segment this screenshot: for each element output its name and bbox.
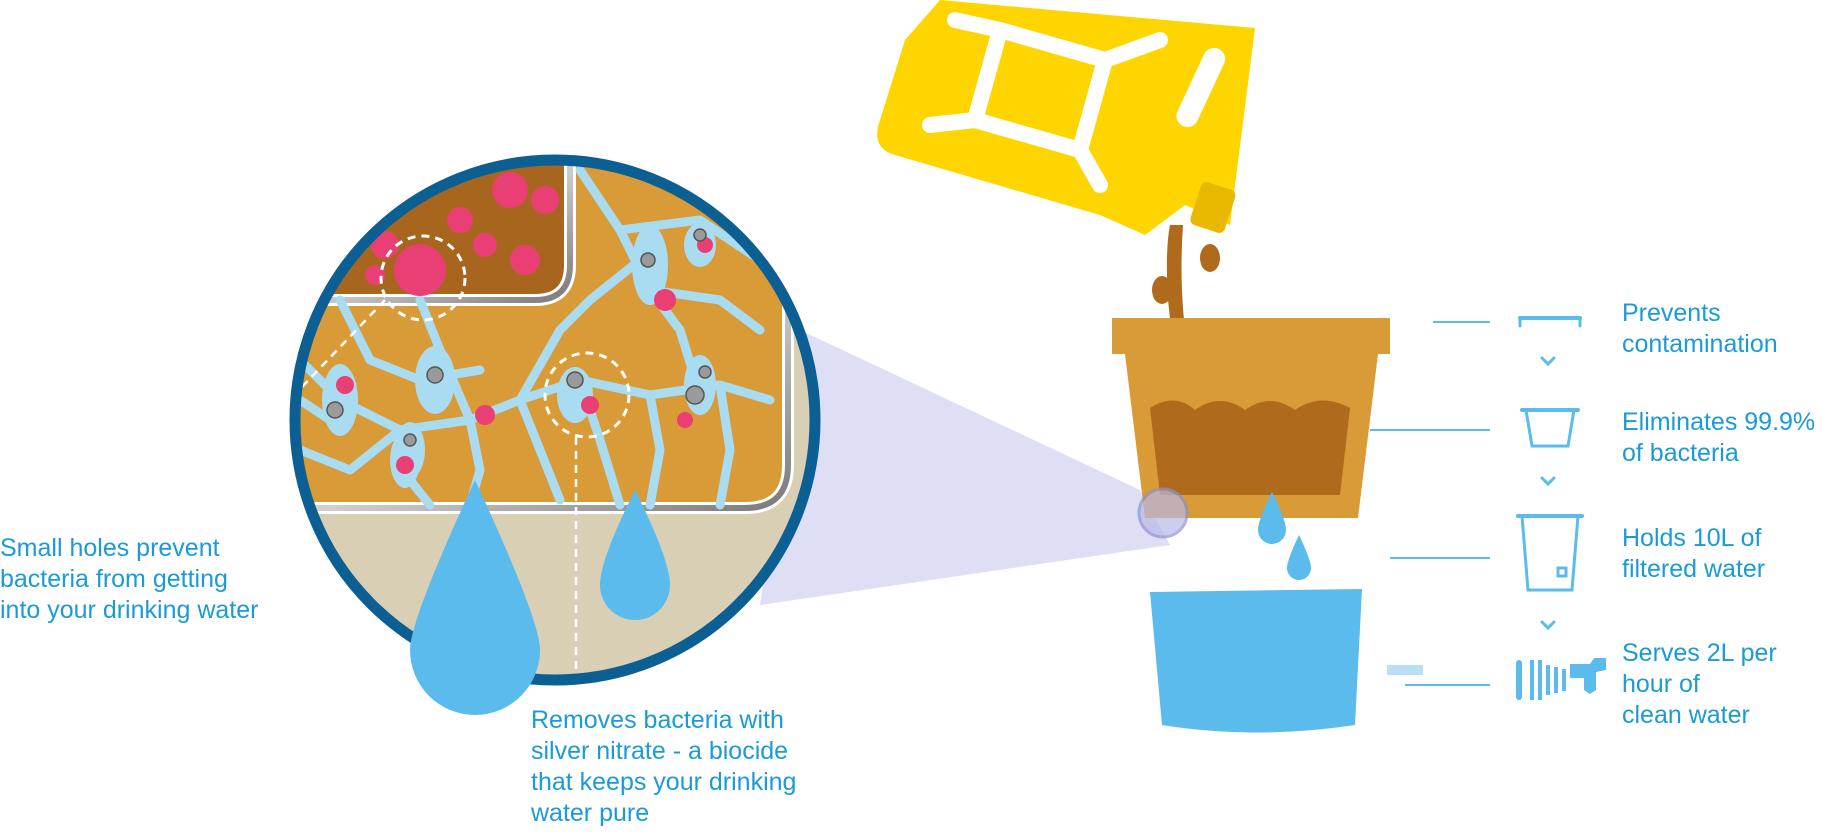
bacteria-icon (336, 172, 713, 474)
filter-pot-icon (1112, 318, 1390, 539)
step-label-prevents-contamination: Prevents contamination (1622, 299, 1778, 358)
water-drop-icon (1258, 492, 1286, 544)
magnifier-ring (289, 154, 821, 686)
step-label-eliminates-bacteria: Eliminates 99.9% of bacteria (1622, 408, 1816, 467)
water-drop-icon (600, 490, 670, 620)
holes-callout: Small holes prevent bacteria from gettin… (0, 534, 259, 624)
water-drop-icon (1287, 535, 1311, 580)
lid-icon (1518, 316, 1582, 328)
jerrycan-icon (877, 0, 1255, 235)
water-drop-icon (410, 480, 540, 715)
water-tank-icon (1150, 589, 1362, 733)
water-tank-icon (1516, 514, 1584, 592)
silver-nitrate-callout: Removes bacteria with silver nitrate - a… (531, 706, 797, 827)
magnifier-beam (760, 330, 1170, 605)
step-label-serves-clean-water: Serves 2L per hour of clean water (1622, 639, 1777, 729)
magnified-view (295, 160, 815, 680)
filter-pot-icon (1520, 408, 1580, 448)
step-label-holds-filtered-water: Holds 10L of filtered water (1622, 524, 1766, 583)
tap-icon (1516, 658, 1606, 700)
